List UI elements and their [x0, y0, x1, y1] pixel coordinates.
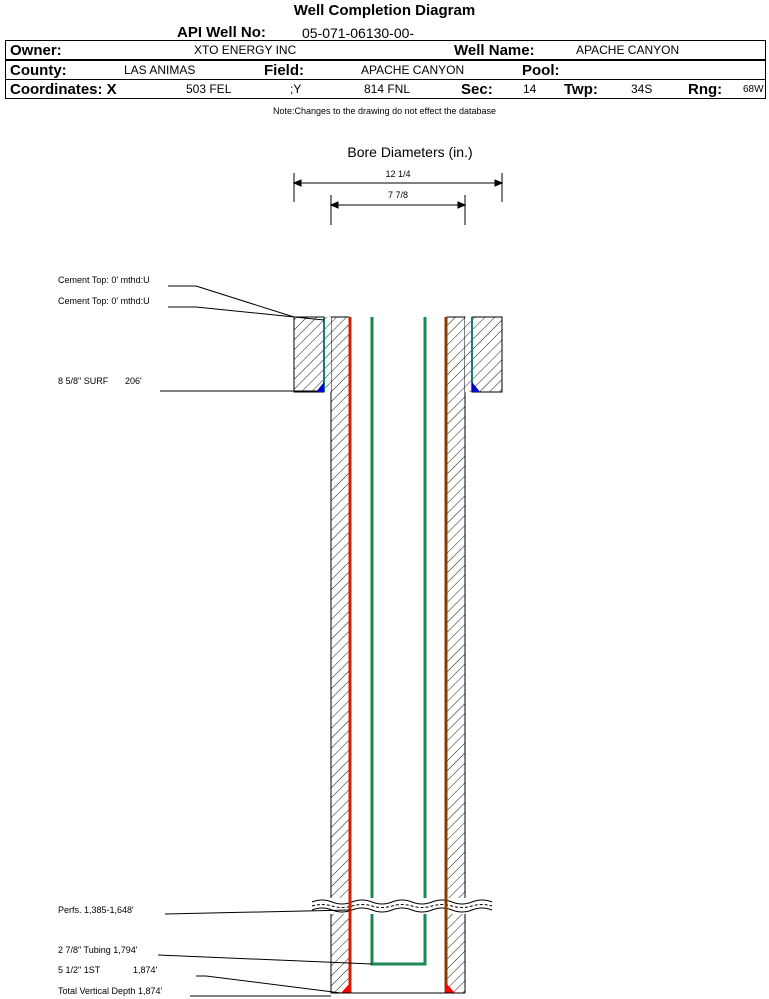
owner-label: Owner: [10, 42, 62, 59]
outer-bore-label: 12 1/4 [385, 169, 410, 179]
owner-row: Owner: XTO ENERGY INC Well Name: APACHE … [5, 40, 766, 60]
tubing-string [370, 317, 427, 966]
api-row: API Well No: 05-071-06130-00- [5, 23, 766, 41]
page-title: Well Completion Diagram [293, 2, 476, 19]
surface-casing-shoe-right [472, 382, 480, 392]
coord-y-value: 814 FNL [364, 82, 411, 96]
surface-casing-shoe-left [316, 382, 324, 392]
well-name-label: Well Name: [454, 42, 535, 59]
sec-value: 14 [523, 82, 537, 96]
tubing-label: 2 7/8" Tubing 1,794' [58, 945, 138, 955]
field-value: APACHE CANYON [361, 63, 465, 77]
sec-label: Sec: [461, 81, 493, 98]
database-note: Note:Changes to the drawing do not effec… [273, 106, 496, 116]
well-name-value: APACHE CANYON [576, 43, 680, 57]
coordinates-row: Coordinates: X 503 FEL ;Y 814 FNL Sec: 1… [5, 79, 766, 99]
inner-bore-label: 7 7/8 [388, 190, 408, 200]
county-value: LAS ANIMAS [124, 63, 196, 77]
production-casing-shoe-right [446, 983, 455, 993]
perforations-label: Perfs. 1,385-1,648' [58, 905, 134, 915]
production-casing-label: 5 1/2" 1ST [58, 965, 101, 975]
api-well-label: API Well No: [177, 24, 266, 41]
bore-diameters-title: Bore Diameters (in.) [347, 144, 472, 160]
pool-label: Pool: [522, 62, 560, 79]
coordinates-label: Coordinates: X [10, 81, 117, 98]
production-casing-depth: 1,874' [133, 965, 158, 975]
inner-bore-dimension [329, 195, 467, 225]
county-label: County: [10, 62, 67, 79]
rng-value: 68W [743, 84, 764, 95]
surface-hole-cement-left [293, 316, 325, 393]
owner-value: XTO ENERGY INC [194, 43, 297, 57]
api-well-value: 05-071-06130-00- [302, 25, 415, 41]
annulus-cement-left [324, 316, 350, 994]
coord-x-value: 503 FEL [186, 82, 232, 96]
cement-top-label-1: Cement Top: 0' mthd:U [58, 275, 150, 285]
cement-top-label-2: Cement Top: 0' mthd:U [58, 296, 150, 306]
rng-label: Rng: [688, 81, 723, 98]
surface-casing-label: 8 5/8" SURF [58, 376, 109, 386]
surface-hole-cement-right [471, 316, 503, 393]
coord-y-label: ;Y [290, 82, 302, 96]
surface-casing-depth: 206' [125, 376, 142, 386]
production-casing-shoe-left [341, 983, 350, 993]
annulus-cement-right [446, 316, 472, 994]
field-label: Field: [264, 62, 304, 79]
perforation-break [310, 898, 493, 914]
outer-bore-dimension [292, 173, 504, 202]
twp-value: 34S [631, 82, 653, 96]
twp-label: Twp: [564, 81, 598, 98]
leader-lines [157, 285, 373, 997]
total-vertical-depth-label: Total Vertical Depth 1,874' [58, 986, 163, 996]
